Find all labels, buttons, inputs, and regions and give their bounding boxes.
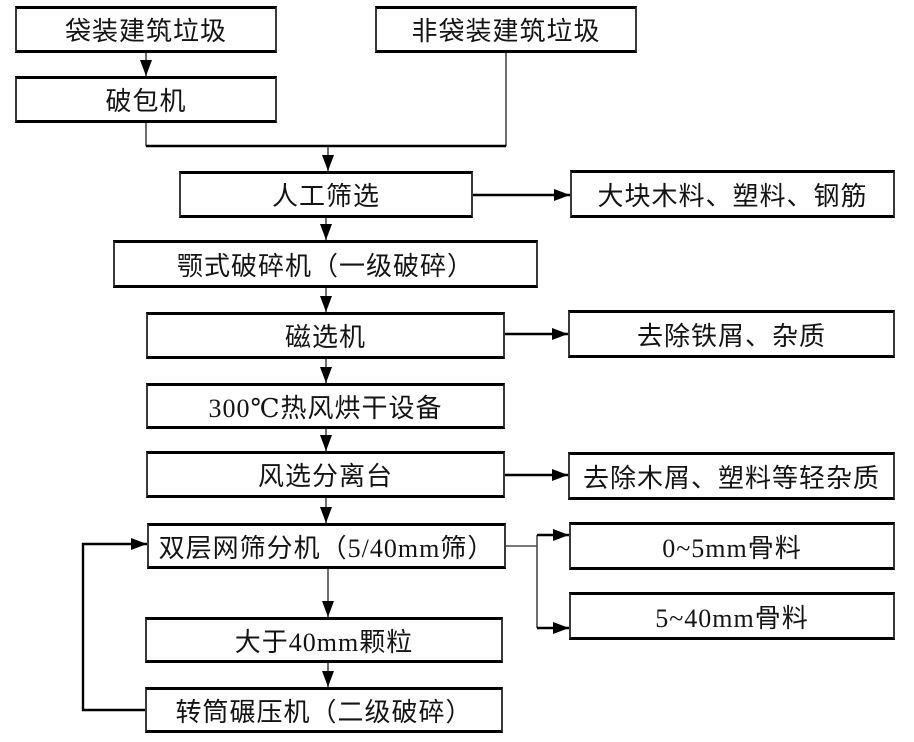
node-bagged-waste: 袋装建筑垃圾 (15, 6, 277, 53)
node-non-bagged-waste: 非袋装建筑垃圾 (375, 6, 637, 53)
node-double-layer-screen: 双层网筛分机（5/40mm筛） (147, 523, 506, 569)
node-aggregate-5-40mm: 5~40mm骨料 (569, 592, 895, 640)
node-iron-removal: 去除铁屑、杂质 (568, 310, 895, 358)
node-bag-breaker: 破包机 (15, 76, 277, 123)
node-hot-air-dryer: 300℃热风烘干设备 (146, 383, 505, 429)
node-air-separation-table: 风选分离台 (146, 451, 505, 498)
node-manual-screening: 人工筛选 (179, 171, 473, 218)
node-light-impurity-removal: 去除木屑、塑料等轻杂质 (568, 452, 895, 500)
node-bulk-rejects: 大块木料、塑料、钢筋 (570, 170, 895, 218)
node-jaw-crusher: 颚式破碎机（一级破碎） (113, 240, 538, 288)
vertical-flow-lines (140, 53, 538, 687)
node-magnetic-separator: 磁选机 (146, 312, 505, 359)
node-over-40mm-particles: 大于40mm颗粒 (145, 617, 503, 663)
node-drum-roller-crusher: 转筒碾压机（二级破碎） (145, 687, 503, 733)
horizontal-output-lines (81, 144, 570, 712)
node-aggregate-0-5mm: 0~5mm骨料 (569, 522, 895, 570)
